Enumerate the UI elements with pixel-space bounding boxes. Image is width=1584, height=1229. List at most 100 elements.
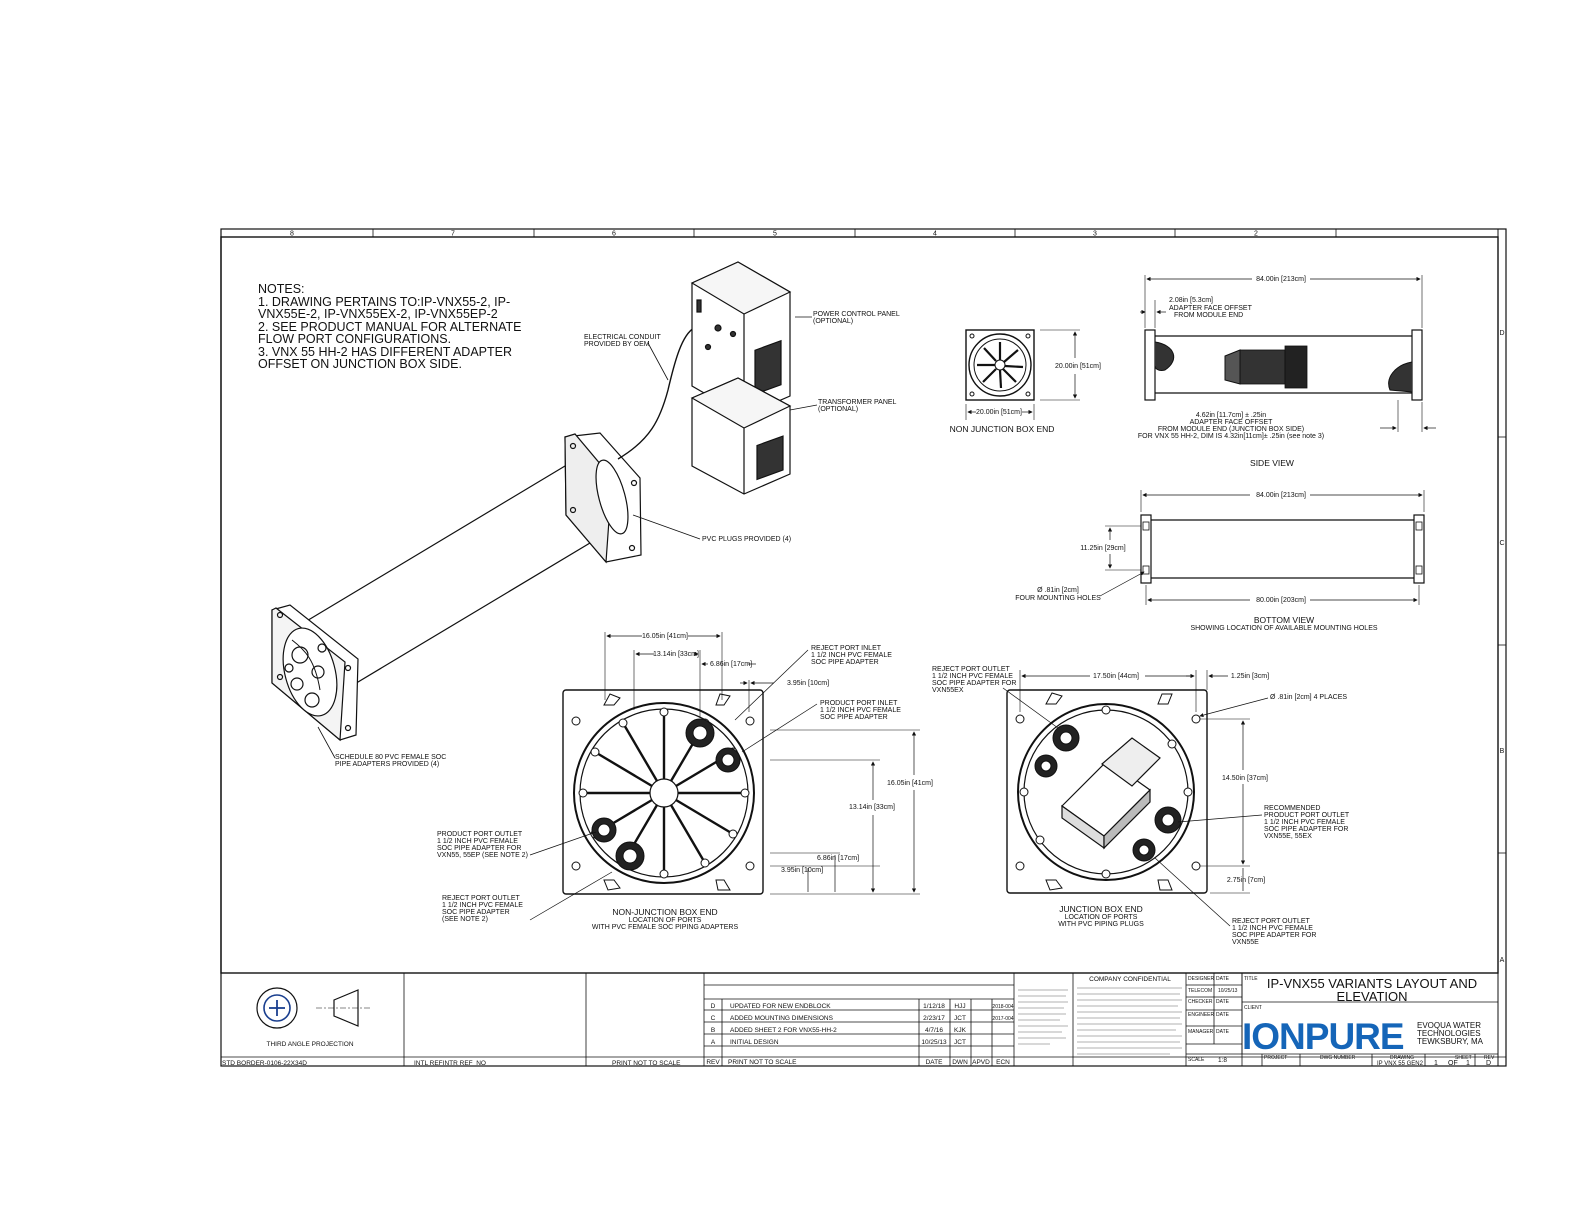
dim-6: 6.86in [17cm] bbox=[710, 661, 752, 668]
non-jb-end-large bbox=[529, 632, 920, 921]
zone-label-top: 4 bbox=[933, 231, 937, 238]
scale-value: 1:8 bbox=[1218, 1057, 1227, 1064]
label-jb-reject-top: REJECT PORT OUTLET bbox=[932, 666, 1011, 673]
label-jb-reject-bottom: 1 1/2 INCH PVC FEMALE bbox=[1232, 925, 1313, 932]
view-subtitle-jb: WITH PVC PIPING PLUGS bbox=[1058, 921, 1144, 928]
non-jb-end-small bbox=[965, 329, 1080, 420]
label-reject-outlet: 1 1/2 INCH PVC FEMALE bbox=[442, 902, 523, 909]
label-jb-reject-bottom: VXN55E bbox=[1232, 939, 1259, 946]
non-jb-end-small-labels: 20.00in [51cm] 20.00in [51cm] NON JUNCTI… bbox=[950, 363, 1101, 434]
designer-label: DESIGNER bbox=[1188, 976, 1215, 982]
dim-offset-b: ADAPTER FACE OFFSET bbox=[1190, 419, 1274, 426]
dim-height: 20.00in [51cm] bbox=[1055, 363, 1101, 370]
label-reject-outlet: (SEE NOTE 2) bbox=[442, 916, 488, 923]
view-subtitle-bottom: SHOWING LOCATION OF AVAILABLE MOUNTING H… bbox=[1190, 625, 1377, 632]
of-value: 1 bbox=[1466, 1060, 1470, 1067]
engineer-label: ENGINEER bbox=[1188, 1012, 1215, 1018]
label-jb-recommended: VXN55E, 55EX bbox=[1264, 833, 1312, 840]
view-title-non-jb-small: NON JUNCTION BOX END bbox=[950, 424, 1055, 434]
dim-offset-b: FROM MODULE END (JUNCTION BOX SIDE) bbox=[1158, 426, 1304, 433]
label-product-outlet: PRODUCT PORT OUTLET bbox=[437, 831, 523, 838]
dim-offset-b: FOR VNX 55 HH-2, DIM IS 4.32in[11cm]± .2… bbox=[1138, 433, 1324, 440]
dim-1: 1.25in [3cm] bbox=[1231, 673, 1269, 680]
telecom-label: TELECOM bbox=[1188, 988, 1212, 994]
rev-date: 10/25/13 bbox=[921, 1039, 947, 1046]
dim-offset-a: FROM MODULE END bbox=[1174, 312, 1243, 319]
endblock-ribs bbox=[583, 712, 745, 874]
junction-box bbox=[1061, 737, 1161, 850]
view-title-non-jb: NON-JUNCTION BOX END bbox=[612, 907, 717, 917]
power-control-panel bbox=[690, 261, 792, 417]
dim-bottom-length: 84.00in [213cm] bbox=[1256, 492, 1306, 499]
rev-dwn: KJK bbox=[954, 1027, 967, 1034]
dim-17: 17.50in [44cm] bbox=[1093, 673, 1139, 680]
label-jb-reject-top: VXN55EX bbox=[932, 687, 964, 694]
rev-date: 4/7/16 bbox=[925, 1027, 943, 1034]
label-jb-recommended: SOC PIPE ADAPTER FOR bbox=[1264, 826, 1348, 833]
zone-label-top: 8 bbox=[290, 231, 294, 238]
rev-label: REV bbox=[1484, 1055, 1495, 1061]
dim-bottom-height: 11.25in [29cm] bbox=[1080, 545, 1125, 552]
rev-letter: A bbox=[711, 1039, 716, 1046]
label-jb-reject-bottom: SOC PIPE ADAPTER FOR bbox=[1232, 932, 1316, 939]
rev-desc: ADDED SHEET 2 FOR VNX55-HH-2 bbox=[730, 1027, 837, 1034]
jb-ports bbox=[1034, 724, 1182, 862]
zone-label-top: 6 bbox=[612, 231, 616, 238]
label-reject-inlet: SOC PIPE ADAPTER bbox=[811, 659, 879, 666]
dim-13: 13.14in [33cm] bbox=[653, 651, 699, 658]
label-electrical-conduit: PROVIDED BY OEM bbox=[584, 341, 650, 348]
rev-print-not-scale: PRINT NOT TO SCALE bbox=[728, 1059, 797, 1066]
dim-14: 14.50in [37cm] bbox=[1222, 775, 1268, 782]
rev-dwn: JCT bbox=[954, 1039, 966, 1046]
checker-label: CHECKER bbox=[1188, 999, 1213, 1005]
label-jb-recommended: 1 1/2 INCH PVC FEMALE bbox=[1264, 819, 1345, 826]
scale-label: SCALE bbox=[1188, 1057, 1205, 1063]
sheet-label: SHEET bbox=[1455, 1055, 1472, 1061]
sheet-value: 1 bbox=[1434, 1060, 1438, 1067]
side-view bbox=[1140, 275, 1436, 432]
project-label: PROJECT bbox=[1264, 1055, 1287, 1061]
col-ecn: ECN bbox=[996, 1059, 1010, 1066]
zone-label-top: 2 bbox=[1254, 231, 1258, 238]
vdim-13: 13.14in [33cm] bbox=[849, 804, 895, 811]
rev-letter: B bbox=[711, 1027, 715, 1034]
col-dwn: DWN bbox=[952, 1059, 968, 1066]
zone-label-top: 3 bbox=[1093, 231, 1097, 238]
dim-bottom-span: 80.00in [203cm] bbox=[1256, 597, 1306, 604]
label-jb-reject-top: 1 1/2 INCH PVC FEMALE bbox=[932, 673, 1013, 680]
rev-desc: UPDATED FOR NEW ENDBLOCK bbox=[730, 1003, 831, 1010]
dim-offset-a: ADAPTER FACE OFFSET bbox=[1169, 305, 1253, 312]
zone-label-top: 7 bbox=[451, 231, 455, 238]
label-jb-holes: Ø .81in [2cm] 4 PLACES bbox=[1270, 694, 1347, 701]
sheet-border bbox=[220, 228, 1507, 1067]
view-title-bottom: BOTTOM VIEW bbox=[1254, 615, 1314, 625]
label-product-inlet: PRODUCT PORT INLET bbox=[820, 700, 898, 707]
view-title-side: SIDE VIEW bbox=[1250, 458, 1294, 468]
of-label: OF bbox=[1448, 1060, 1458, 1067]
rev-letter: C bbox=[711, 1015, 716, 1022]
rev-ecn: 2018-004 bbox=[992, 1004, 1013, 1010]
design-date: 10/25/13 bbox=[1218, 988, 1238, 994]
label-reject-outlet: REJECT PORT OUTLET bbox=[442, 895, 521, 902]
std-border: STD BORDER-0106-22X34D bbox=[222, 1060, 307, 1067]
label-product-outlet: 1 1/2 INCH PVC FEMALE bbox=[437, 838, 518, 845]
label-jb-reject-top: SOC PIPE ADAPTER FOR bbox=[932, 680, 1016, 687]
notes-line: 1. DRAWING PERTAINS TO:IP-VNX55-2, IP- bbox=[258, 294, 511, 309]
drawing-label: DRAWING bbox=[1390, 1055, 1414, 1061]
label-schedule80: PIPE ADAPTERS PROVIDED (4) bbox=[335, 761, 439, 768]
drawing-value: IP VNX 55 GEN2 bbox=[1377, 1061, 1424, 1067]
view-subtitle-non-jb: WITH PVC FEMALE SOC PIPING ADAPTERS bbox=[592, 924, 739, 931]
drawing-notes: NOTES: 1. DRAWING PERTAINS TO:IP-VNX55-2… bbox=[258, 283, 558, 371]
zone-label-side: C bbox=[1499, 540, 1504, 547]
rev-desc: INITIAL DESIGN bbox=[730, 1039, 779, 1046]
label-reject-outlet: SOC PIPE ADAPTER bbox=[442, 909, 510, 916]
zone-label-top: 5 bbox=[773, 231, 777, 238]
transformer-panel bbox=[690, 377, 792, 495]
label-reject-inlet: REJECT PORT INLET bbox=[811, 645, 882, 652]
rev-date: 1/12/18 bbox=[923, 1003, 945, 1010]
label-schedule80: SCHEDULE 80 PVC FEMALE SOC bbox=[335, 754, 446, 761]
rev-dwn: JCT bbox=[954, 1015, 966, 1022]
label-reject-inlet: 1 1/2 INCH PVC FEMALE bbox=[811, 652, 892, 659]
label-product-outlet: SOC PIPE ADAPTER FOR bbox=[437, 845, 521, 852]
